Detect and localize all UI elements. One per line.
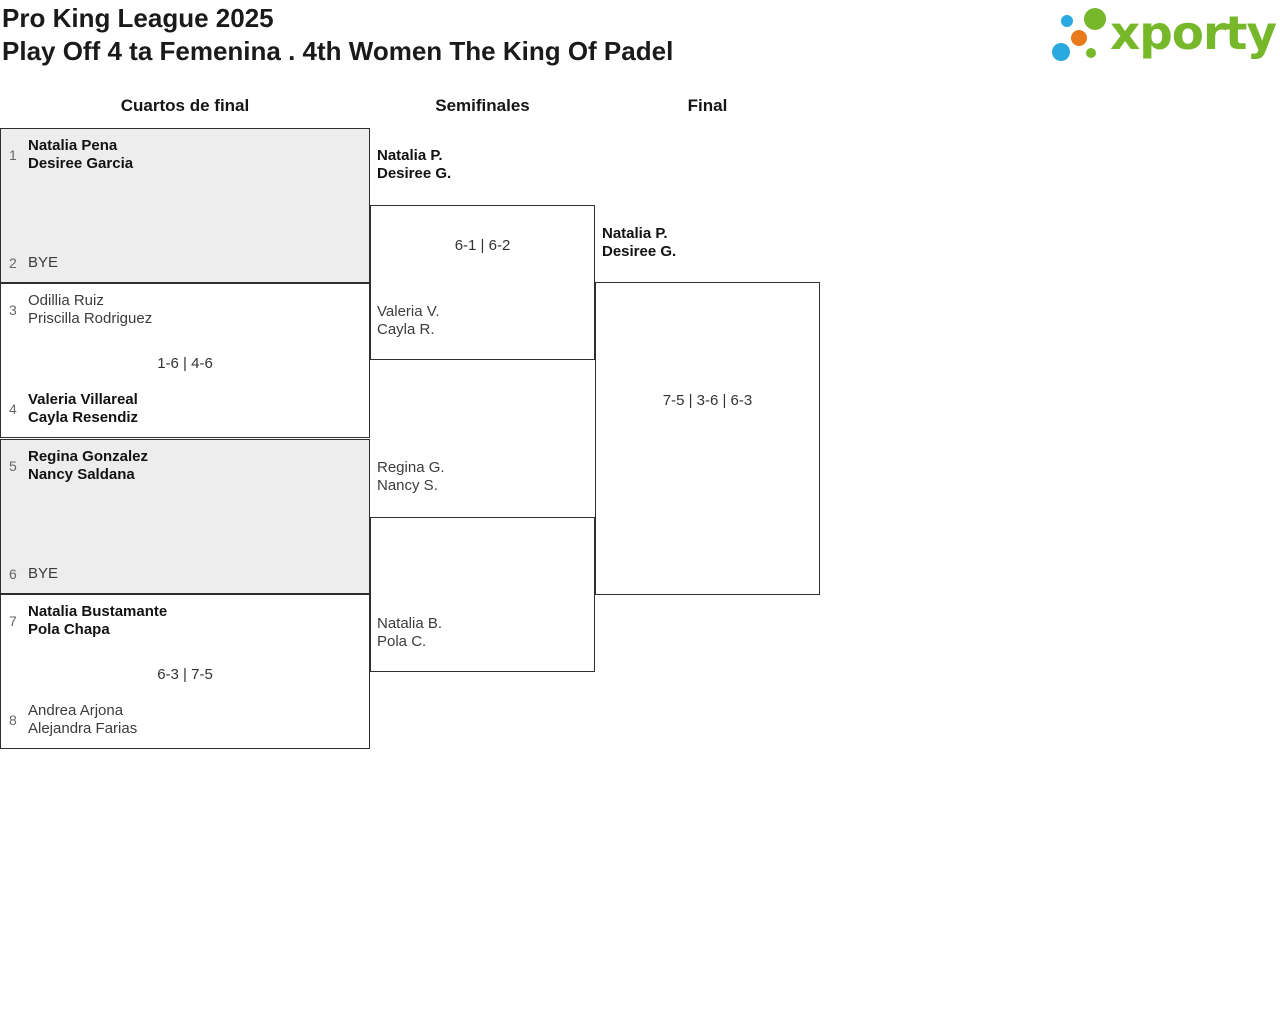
semifinal-match-1[interactable] [370,205,595,360]
semifinal-2-bottom-team: Natalia B. Pola C. [377,615,442,651]
quarterfinal-match-1[interactable]: 1 Natalia Pena Desiree Garcia 2 BYE [0,128,370,283]
quarterfinal-match-4[interactable]: 7 Natalia Bustamante Pola Chapa 6-3 | 7-… [0,594,370,749]
page-title: Pro King League 2025 [2,3,274,33]
team-names: BYE [28,565,58,583]
player-name: Natalia P. [377,147,443,164]
seed-number: 8 [9,712,17,728]
player-name: Natalia P. [602,225,668,242]
player-name: BYE [28,565,59,582]
page-subtitle: Play Off 4 ta Femenina . 4th Women The K… [2,36,674,66]
quarterfinal-match-2[interactable]: 3 Odillia Ruiz Priscilla Rodriguez 1-6 |… [0,283,370,438]
team-slot: 5 Regina Gonzalez Nancy Saldana [9,448,361,484]
player-name: Valeria V. [377,303,440,320]
player-name: Cayla R. [377,321,435,338]
player-name: Desiree G. [377,165,452,182]
logo-wordmark: xporty [1110,6,1277,60]
player-name: Desiree Garcia [28,155,134,172]
team-slot: 2 BYE [9,254,361,272]
seed-number: 2 [9,255,17,271]
player-name: Natalia B. [377,615,443,632]
logo-dot-green-large [1084,8,1106,30]
player-name: Regina G. [377,459,445,476]
team-slot: 8 Andrea Arjona Alejandra Farias [9,702,361,738]
team-slot: 6 BYE [9,565,361,583]
team-names: Andrea Arjona Alejandra Farias [28,702,137,738]
player-name: Natalia Bustamante [28,603,168,620]
team-names: BYE [28,254,58,272]
team-slot: 4 Valeria Villareal Cayla Resendiz [9,391,361,427]
final-match[interactable] [595,282,820,595]
final-score: 7-5 | 3-6 | 6-3 [662,392,753,409]
logo-dot-green-small [1086,48,1096,58]
match-score: 1-6 | 4-6 [157,355,213,372]
round-header-final: Final [687,96,728,115]
team-names: Regina Gonzalez Nancy Saldana [28,448,148,484]
player-name: Alejandra Farias [28,720,138,737]
player-name: BYE [28,254,59,271]
team-names: Natalia Bustamante Pola Chapa [28,603,167,639]
team-slot: 7 Natalia Bustamante Pola Chapa [9,603,361,639]
quarterfinal-match-3[interactable]: 5 Regina Gonzalez Nancy Saldana 6 BYE [0,439,370,594]
player-name: Pola Chapa [28,621,110,638]
semifinal-1-score: 6-1 | 6-2 [454,237,511,254]
team-names: Valeria Villareal Cayla Resendiz [28,391,138,427]
match-score: 6-3 | 7-5 [157,666,213,683]
seed-number: 5 [9,458,17,474]
player-name: Andrea Arjona [28,702,124,719]
team-names: Odillia Ruiz Priscilla Rodriguez [28,292,152,328]
final-top-team: Natalia P. Desiree G. [602,225,676,261]
semifinal-1-top-team: Natalia P. Desiree G. [377,147,451,183]
seed-number: 3 [9,302,17,318]
semifinal-match-2[interactable] [370,517,595,672]
player-name: Desiree G. [602,243,677,260]
logo-dot-blue-small [1061,15,1073,27]
player-name: Nancy S. [377,477,438,494]
semifinal-2-top-team: Regina G. Nancy S. [377,459,445,495]
player-name: Pola C. [377,633,427,650]
round-header-quarterfinals: Cuartos de final [120,96,250,115]
team-names: Natalia Pena Desiree Garcia [28,137,133,173]
player-name: Cayla Resendiz [28,409,139,426]
player-name: Regina Gonzalez [28,448,149,465]
team-slot: 1 Natalia Pena Desiree Garcia [9,137,361,173]
seed-number: 6 [9,566,17,582]
seed-number: 1 [9,147,17,163]
team-slot: 3 Odillia Ruiz Priscilla Rodriguez [9,292,361,328]
player-name: Odillia Ruiz [28,292,104,309]
logo-dot-orange [1071,30,1087,46]
player-name: Nancy Saldana [28,466,135,483]
seed-number: 4 [9,401,17,417]
player-name: Valeria Villareal [28,391,138,408]
player-name: Priscilla Rodriguez [28,310,153,327]
player-name: Natalia Pena [28,137,118,154]
xporty-logo[interactable]: xporty [1048,0,1280,75]
seed-number: 7 [9,613,17,629]
semifinal-1-bottom-team: Valeria V. Cayla R. [377,303,440,339]
logo-dot-blue-large [1052,43,1070,61]
round-header-semifinals: Semifinales [435,96,530,115]
